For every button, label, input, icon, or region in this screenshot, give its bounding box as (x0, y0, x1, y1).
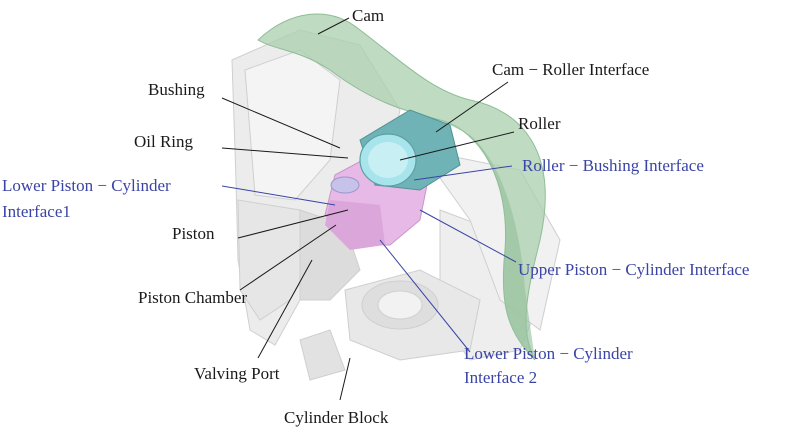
leader-piston (237, 209, 349, 239)
label-lower-piston-cylinder-interface1-line2: Interface1 (2, 202, 71, 221)
leader-roller-bushing-interface (413, 165, 513, 181)
label-roller-bushing-interface: Roller − Bushing Interface (522, 156, 704, 175)
roller-shape (359, 109, 461, 191)
leader-piston-chamber (239, 224, 337, 291)
label-oil-ring: Oil Ring (134, 132, 194, 151)
leader-cam-roller-interface (435, 81, 509, 133)
leader-cylinder-block (339, 357, 351, 401)
label-piston: Piston (172, 224, 215, 243)
label-cam: Cam (352, 6, 385, 25)
label-lower-piston-cylinder-interface2-line2: Interface 2 (464, 368, 538, 387)
label-lower-piston-cylinder-interface2-line1: Lower Piston − Cylinder (464, 344, 633, 363)
label-roller: Roller (518, 114, 561, 133)
leader-oil-ring (221, 147, 349, 159)
label-bushing: Bushing (148, 80, 205, 99)
oil-ring-shape (330, 176, 360, 194)
leader-roller (399, 131, 515, 161)
leader-cam (317, 17, 350, 35)
label-piston-chamber: Piston Chamber (138, 288, 248, 307)
leader-upper-piston-cylinder-interface (419, 209, 517, 263)
label-valving-port: Valving Port (194, 364, 280, 383)
label-upper-piston-cylinder-interface: Upper Piston − Cylinder Interface (518, 260, 750, 279)
leader-lines-blue (221, 165, 517, 353)
leader-lines-black (221, 17, 515, 401)
cam-shape (257, 13, 546, 361)
leader-lower-piston-cylinder-interface2 (379, 239, 471, 353)
leader-bushing (221, 97, 341, 149)
label-cylinder-block: Cylinder Block (284, 408, 389, 427)
leader-lower-piston-cylinder-interface1 (221, 185, 336, 206)
label-lower-piston-cylinder-interface1-line1: Lower Piston − Cylinder (2, 176, 171, 195)
label-cam-roller-interface: Cam − Roller Interface (492, 60, 650, 79)
leader-valving-port (257, 259, 313, 359)
